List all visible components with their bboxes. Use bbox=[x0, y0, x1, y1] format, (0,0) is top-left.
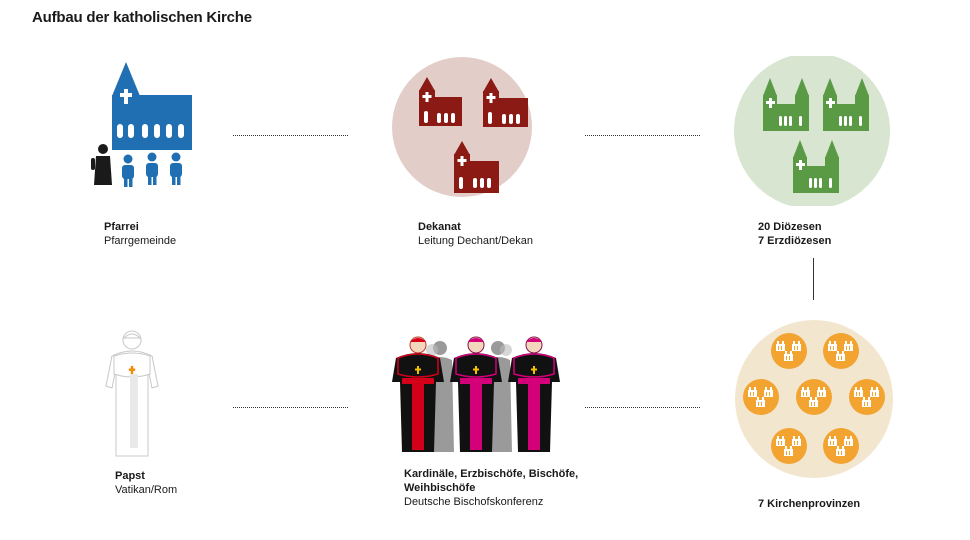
parish-church-with-people-icon bbox=[88, 58, 198, 188]
seven-province-clusters-icon bbox=[733, 318, 895, 480]
provinzen-label: 7 Kirchenprovinzen bbox=[758, 497, 860, 511]
papst-subtitle: Vatikan/Rom bbox=[115, 484, 178, 496]
bischoefe-title: Kardinäle, Erzbischöfe, Bischöfe, Weihbi… bbox=[404, 468, 579, 494]
page-title: Aufbau der katholischen Kirche bbox=[32, 9, 252, 26]
pfarrei-title: Pfarrei bbox=[104, 221, 139, 233]
connector-bischoefe-provinzen bbox=[585, 407, 700, 408]
dioezesen-label: 20 Diözesen 7 Erzdiözesen bbox=[758, 220, 831, 248]
provinzen-title: 7 Kirchenprovinzen bbox=[758, 498, 861, 510]
pfarrei-subtitle: Pfarrgemeinde bbox=[104, 235, 177, 247]
papst-label: Papst Vatikan/Rom bbox=[115, 469, 177, 497]
papst-title: Papst bbox=[115, 470, 145, 482]
connector-dekanat-dioezesen bbox=[585, 135, 700, 136]
dioezesen-title: 20 Diözesen bbox=[758, 221, 822, 233]
three-red-churches-icon bbox=[392, 57, 532, 197]
dekanat-subtitle: Leitung Dechant/Dekan bbox=[418, 235, 533, 247]
connector-dioezesen-provinzen bbox=[813, 258, 814, 300]
bischoefe-subtitle: Deutsche Bischofskonferenz bbox=[404, 496, 544, 508]
connector-pfarrei-dekanat bbox=[233, 135, 348, 136]
pope-icon bbox=[100, 328, 164, 468]
bischoefe-label: Kardinäle, Erzbischöfe, Bischöfe, Weihbi… bbox=[404, 467, 604, 509]
dekanat-title: Dekanat bbox=[418, 221, 461, 233]
dioezesen-subtitle: 7 Erzdiözesen bbox=[758, 235, 832, 247]
three-green-cathedrals-icon bbox=[733, 56, 891, 206]
bishops-group-icon bbox=[388, 330, 564, 460]
connector-papst-bischoefe bbox=[233, 407, 348, 408]
dekanat-label: Dekanat Leitung Dechant/Dekan bbox=[418, 220, 533, 248]
pfarrei-label: Pfarrei Pfarrgemeinde bbox=[104, 220, 176, 248]
